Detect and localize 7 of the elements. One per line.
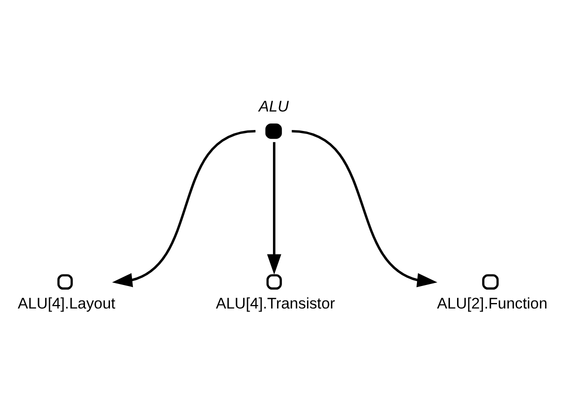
arrow: [292, 129, 438, 287]
node-label: ALU[4].Transistor: [216, 295, 336, 312]
node-label: ALU: [258, 98, 289, 116]
node-label: ALU[4].Layout: [18, 295, 116, 312]
arrow: [267, 142, 282, 274]
arrow: [112, 129, 256, 287]
node-label: ALU[2].Function: [437, 295, 548, 312]
